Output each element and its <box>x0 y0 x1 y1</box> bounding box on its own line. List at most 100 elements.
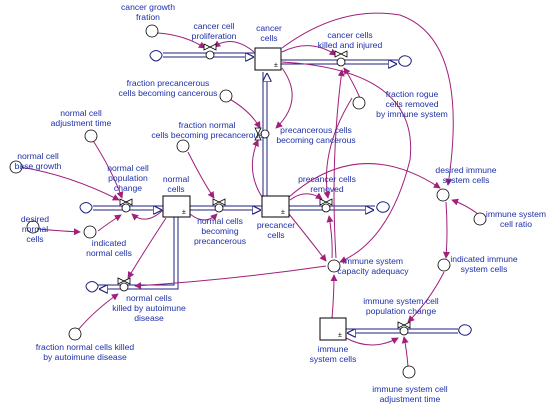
link <box>288 213 327 262</box>
aux-immune-system-cell-ratio[interactable] <box>473 212 487 226</box>
aux-fraction-normal-becoming-precancerous[interactable] <box>176 139 190 153</box>
valve-cancer-killed[interactable] <box>334 50 348 67</box>
link <box>289 192 323 201</box>
cloud-icon <box>79 202 93 214</box>
aux-normal-cell-adjustment-time[interactable] <box>84 129 98 143</box>
link <box>288 163 441 198</box>
valves <box>117 43 411 336</box>
aux-immune-system-cell-adjustment-time[interactable] <box>402 365 416 379</box>
link <box>345 337 399 346</box>
aux-desired-immune-system-cells[interactable] <box>436 188 450 202</box>
valve-normal-killed-autoimmune[interactable] <box>117 277 131 292</box>
link <box>187 151 215 199</box>
cloud-icon <box>149 50 163 62</box>
link <box>275 67 293 129</box>
aux-fraction-precancerous[interactable] <box>219 89 233 103</box>
svg-text:±: ± <box>182 209 186 216</box>
valve-normal-population-change[interactable] <box>119 198 133 213</box>
link <box>343 67 361 99</box>
link <box>442 201 450 259</box>
stock-precancer-cells[interactable] <box>261 195 290 218</box>
link <box>251 139 263 198</box>
aux-indicated-normal-cells[interactable] <box>83 225 97 239</box>
link <box>189 213 218 221</box>
cloud-icon <box>398 55 412 67</box>
cloud-icon <box>85 281 99 293</box>
link <box>323 97 353 199</box>
stock-cancer-cells[interactable] <box>254 47 282 71</box>
stocks: ± ± ± ± <box>162 47 347 341</box>
aux-normal-cell-base-growth[interactable] <box>9 160 23 174</box>
link <box>213 40 255 53</box>
link <box>131 209 164 221</box>
link <box>407 271 445 323</box>
valve-cancer-proliferation[interactable] <box>203 43 217 60</box>
link <box>37 228 81 236</box>
auxiliaries <box>9 24 487 379</box>
aux-fraction-normal-killed-autoimmune[interactable] <box>68 327 82 341</box>
cloud-icon <box>376 201 390 213</box>
cloud-icon <box>458 324 472 336</box>
link <box>157 32 206 49</box>
link <box>97 214 122 232</box>
stock-normal-cells[interactable] <box>162 195 191 218</box>
clouds <box>79 50 472 336</box>
link <box>19 166 120 201</box>
stock-immune-system-cells[interactable] <box>319 317 347 341</box>
valve-normal-becoming-precancerous[interactable] <box>212 198 226 213</box>
link <box>77 293 119 331</box>
valve-precancer-removed[interactable] <box>319 198 333 213</box>
aux-cancer-growth-fration[interactable] <box>145 24 159 38</box>
svg-text:±: ± <box>281 209 285 216</box>
link <box>330 274 338 319</box>
link <box>134 265 327 290</box>
svg-text:±: ± <box>274 62 278 69</box>
aux-fraction-rogue[interactable] <box>352 96 366 110</box>
link <box>281 45 337 56</box>
causal-links <box>19 12 479 368</box>
link <box>326 215 334 259</box>
link <box>451 198 479 215</box>
link <box>127 217 167 279</box>
link <box>281 61 412 263</box>
aux-immune-system-capacity-adequacy[interactable] <box>327 259 341 273</box>
link <box>91 138 124 199</box>
aux-desired-normal-cells[interactable] <box>26 220 40 234</box>
valve-immune-population-change[interactable] <box>397 321 411 336</box>
link <box>333 69 345 259</box>
link <box>281 12 454 186</box>
valve-precancerous-becoming-cancerous[interactable] <box>254 127 270 141</box>
aux-indicated-immune-system-cells[interactable] <box>437 258 451 272</box>
link <box>401 336 409 368</box>
svg-text:±: ± <box>338 332 342 339</box>
